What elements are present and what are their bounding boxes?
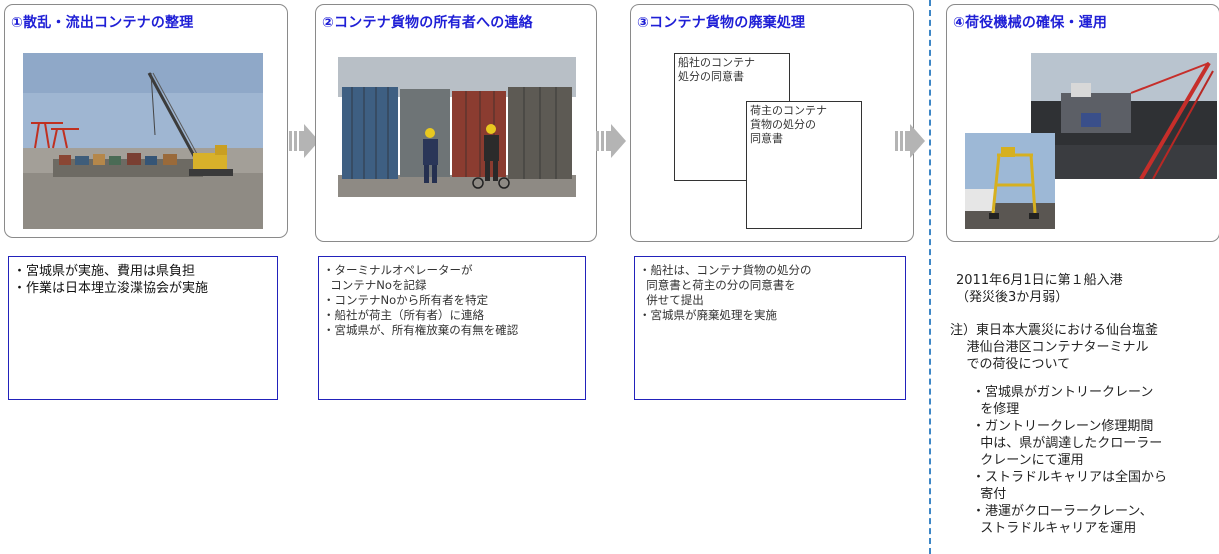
list-item: ・ストラドルキャリアは全国から xyxy=(972,470,1168,485)
list-item: ・宮城県がガントリークレーン xyxy=(972,385,1154,400)
list-item: 中は、県が調達したクローラー xyxy=(972,436,1163,451)
list-item: 寄付 xyxy=(972,487,1007,502)
step2-card: ②コンテナ貨物の所有者への連絡 xyxy=(315,4,597,242)
vessel-crane-photo xyxy=(1031,53,1217,179)
note-line: での荷役について xyxy=(950,357,1071,372)
list-item: コンテナNoを記録 xyxy=(323,278,427,292)
step1-notes-box: ・宮城県が実施、費用は県負担 ・作業は日本埋立浚渫協会が実施 xyxy=(8,256,278,400)
step2-notes-box: ・ターミナルオペレーターが コンテナNoを記録 ・コンテナNoから所有者を特定 … xyxy=(318,256,586,400)
list-item: クレーンにて運用 xyxy=(972,453,1084,468)
step2-title: ②コンテナ貨物の所有者への連絡 xyxy=(322,15,533,31)
list-item: ・作業は日本埋立浚渫協会が実施 xyxy=(13,281,209,296)
step3-title: ③コンテナ貨物の廃棄処理 xyxy=(637,15,806,31)
container-inspection-photo xyxy=(338,57,576,197)
list-item: 同意書と荷主の分の同意書を xyxy=(639,278,796,292)
list-item: ・コンテナNoから所有者を特定 xyxy=(323,293,489,307)
list-item: を修理 xyxy=(972,402,1020,417)
list-item: ・船社が荷主（所有者）に連絡 xyxy=(323,308,484,322)
arrow-right-icon xyxy=(895,124,925,158)
list-item: ・宮城県が廃棄処理を実施 xyxy=(639,308,777,322)
list-item: ・ガントリークレーン修理期間 xyxy=(972,419,1154,434)
first-vessel-date: 2011年6月1日に第１船入港 xyxy=(956,273,1123,288)
list-item: ・港運がクローラークレーン、 xyxy=(972,504,1153,519)
list-item: ・宮城県が実施、費用は県負担 xyxy=(13,264,196,279)
section-divider xyxy=(929,0,931,554)
step4-card: ④荷役機械の確保・運用 xyxy=(946,4,1219,242)
step4-title: ④荷役機械の確保・運用 xyxy=(953,15,1108,31)
list-item: ・宮城県が、所有権放棄の有無を確認 xyxy=(323,323,519,337)
arrow-right-icon xyxy=(289,124,319,158)
straddle-carrier-photo xyxy=(965,133,1055,229)
list-item: 併せて提出 xyxy=(639,293,704,307)
cargo-owner-consent-form: 荷主のコンテナ 貨物の処分の 同意書 xyxy=(746,101,862,229)
list-item: ・ターミナルオペレーターが xyxy=(323,263,473,277)
cargo-handling-list: ・宮城県がガントリークレーン を修理 ・ガントリークレーン修理期間 中は、県が調… xyxy=(972,384,1167,537)
list-item: ストラドルキャリアを運用 xyxy=(972,521,1137,536)
note-line: 注）東日本大震災における仙台塩釜 xyxy=(950,323,1159,338)
step1-card: ①散乱・流出コンテナの整理 xyxy=(4,4,288,238)
first-vessel-date-note: （発災後3か月弱） xyxy=(956,290,1069,305)
note-line: 港仙台港区コンテナターミナル xyxy=(950,340,1149,355)
step3-card: ③コンテナ貨物の廃棄処理 船社のコンテナ 処分の同意書 荷主のコンテナ 貨物の処… xyxy=(630,4,914,242)
arrow-right-icon xyxy=(596,124,626,158)
scattered-containers-photo xyxy=(23,53,263,229)
step1-title: ①散乱・流出コンテナの整理 xyxy=(11,15,194,31)
step3-notes-box: ・船社は、コンテナ貨物の処分の 同意書と荷主の分の同意書を 併せて提出 ・宮城県… xyxy=(634,256,906,400)
list-item: ・船社は、コンテナ貨物の処分の xyxy=(639,263,812,277)
